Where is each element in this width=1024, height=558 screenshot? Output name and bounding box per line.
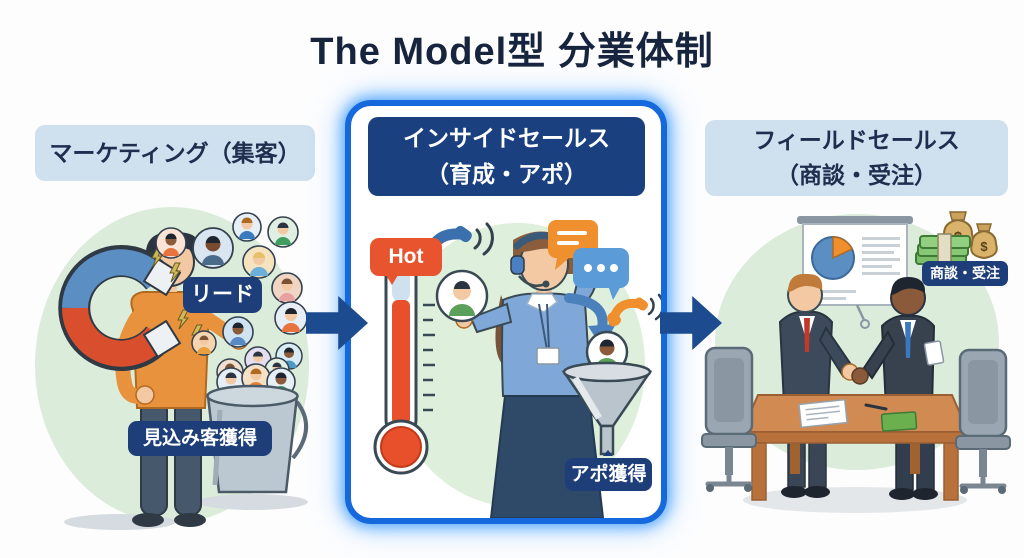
inside-sales-header-line2: （育成・アポ） <box>426 160 587 187</box>
presentation-board-icon <box>797 216 913 329</box>
appointment-badge: アポ獲得 <box>565 450 652 491</box>
bucket-shadow <box>198 494 308 510</box>
hot-badge: Hot <box>370 238 442 285</box>
office-chair-icon <box>701 346 757 492</box>
money-bag-icon: $ <box>970 223 998 260</box>
field-sales-header: フィールドセールス （商談・受注） <box>705 120 1008 196</box>
inside-sales-rep-figure <box>455 231 605 518</box>
money-icon: $ $ <box>915 211 998 267</box>
lead-badge: リード <box>183 277 262 313</box>
stage-field-sales: フィールドセールス （商談・受注） 商談・受注 <box>700 118 1012 542</box>
callback-phone-icon <box>606 293 661 327</box>
notebook-icon <box>880 411 918 432</box>
page-title: The Model型 分業体制 <box>310 31 714 73</box>
inside-sales-header-line1: インサイドセールス <box>403 125 610 151</box>
chat-bubble-blue-icon <box>573 248 629 300</box>
svg-text:$: $ <box>980 239 988 254</box>
field-sales-illustration: $ $ <box>701 211 1011 513</box>
stage-inside-sales: インサイドセールス （育成・アポ） Hot アポ獲得 <box>345 100 667 524</box>
magnet-icon <box>58 245 182 371</box>
funnel-icon <box>561 330 653 456</box>
marketing-illustration <box>35 207 309 530</box>
marketing-header: マーケティング（集客） <box>35 125 315 181</box>
pen-icon <box>864 403 888 411</box>
inside-sales-illustration <box>373 220 661 518</box>
field-sales-header-line1: フィールドセールス <box>753 127 960 153</box>
field-sales-header-line2: （商談・受注） <box>776 161 937 188</box>
meeting-table-icon <box>740 394 970 501</box>
office-chair-icon <box>955 348 1011 494</box>
contract-document-icon <box>798 398 848 429</box>
prospect-acquisition-badge: 見込み客獲得 <box>128 421 272 456</box>
held-lead-avatar <box>435 269 489 323</box>
stage-marketing: マーケティング（集客） リード 見込み客獲得 <box>25 122 330 547</box>
inside-sales-header: インサイドセールス （育成・アポ） <box>368 117 645 196</box>
deal-order-badge: 商談・受注 <box>922 261 1008 286</box>
